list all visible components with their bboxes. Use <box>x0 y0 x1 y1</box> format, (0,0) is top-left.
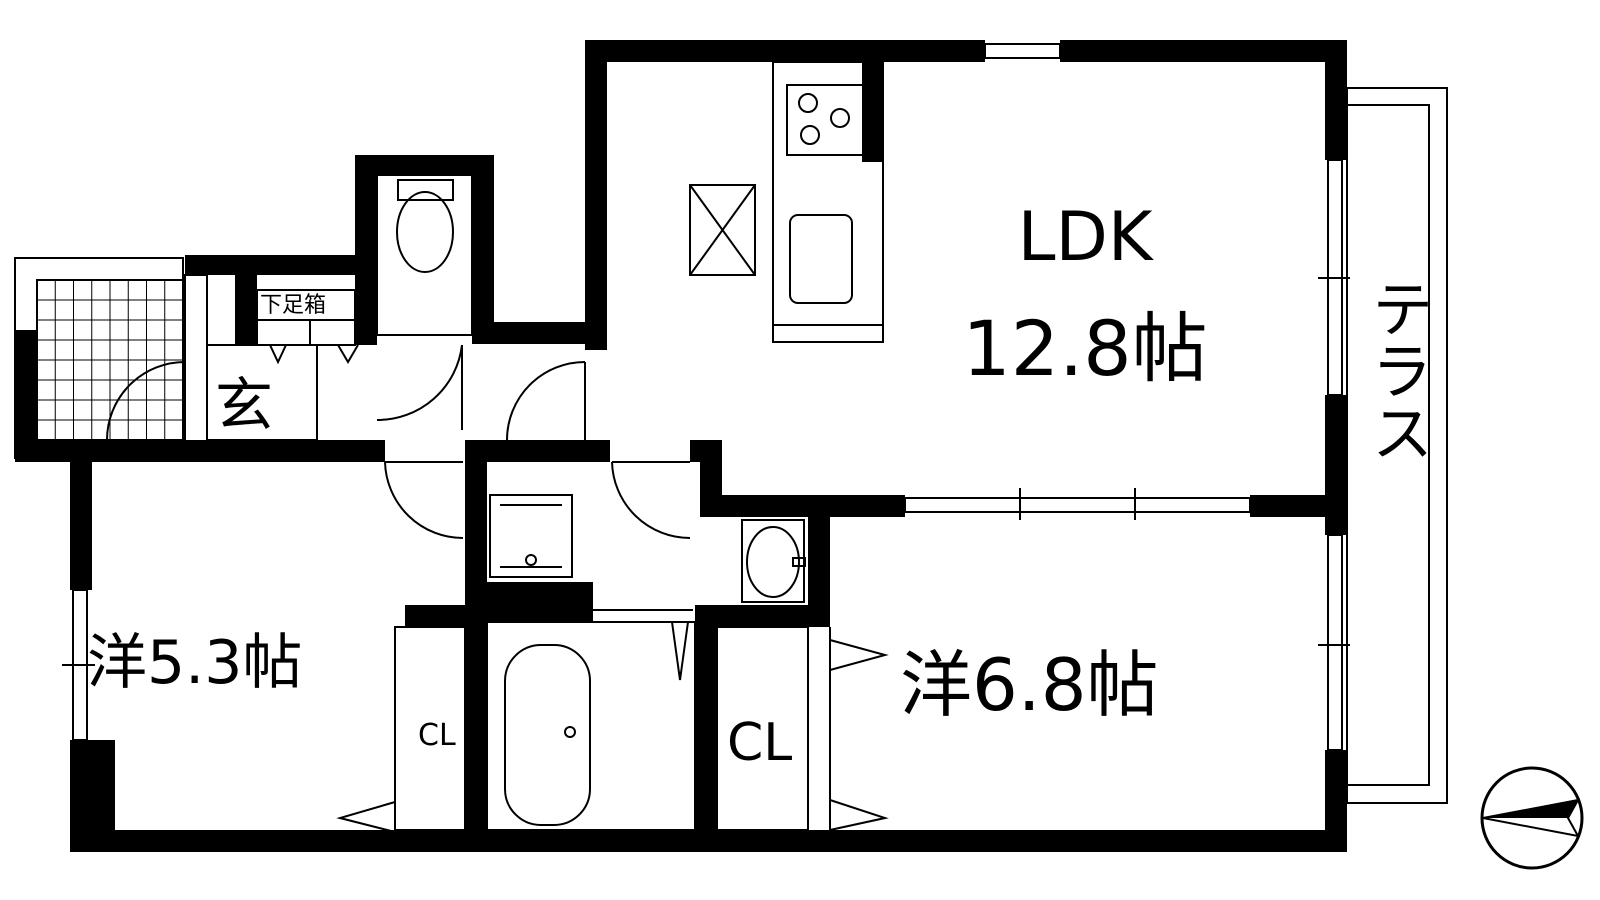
toilet-room <box>376 174 473 430</box>
western-room-2-label: 洋6.8帖 <box>900 643 1159 727</box>
western-room-1-label: 洋5.3帖 <box>87 628 302 698</box>
terrace-label: テラス <box>1361 277 1434 463</box>
walls <box>15 40 1347 852</box>
tile-storage <box>14 257 184 459</box>
entrance-label: 玄 <box>215 371 273 439</box>
compass-icon <box>1480 766 1584 870</box>
closet-1-label: CL <box>418 718 456 753</box>
windows <box>62 43 1350 751</box>
closet-2-label: CL <box>727 713 792 773</box>
wash-bath <box>486 494 806 831</box>
kitchen <box>689 61 884 343</box>
corridor-doors <box>384 361 691 539</box>
shoe-box-label: 下足箱 <box>260 293 326 318</box>
terrace <box>1346 87 1448 804</box>
ldk-name: LDK <box>1018 198 1155 277</box>
entrance-area <box>106 274 359 446</box>
closets <box>336 626 889 833</box>
ldk-size: 12.8帖 <box>962 304 1207 393</box>
